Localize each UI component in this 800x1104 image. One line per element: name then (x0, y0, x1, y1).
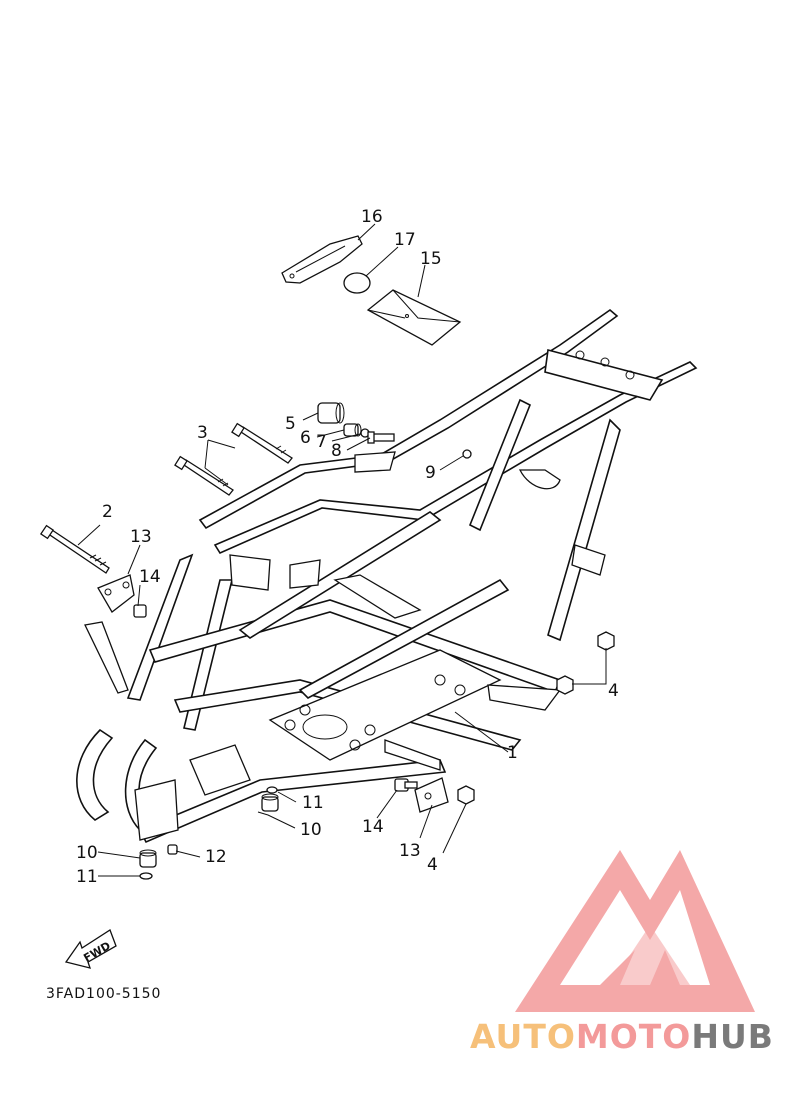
watermark-hub: HUB (691, 1017, 774, 1056)
washer-11-lower (139, 872, 153, 880)
o-ring-part (343, 272, 371, 294)
bracket-13-lower (414, 777, 449, 813)
callout-11-lower: 11 (76, 867, 98, 887)
nut-4-bottom (457, 785, 475, 805)
automotohub-logo-mark (515, 850, 755, 1012)
callout-2: 2 (102, 502, 113, 522)
long-bolt-3b (174, 455, 234, 496)
bolt-14-lower (394, 778, 418, 792)
callout-13-lower: 13 (399, 841, 421, 861)
callout-4-lower: 4 (427, 855, 438, 875)
callout-14-upper: 14 (139, 567, 161, 587)
callout-8: 8 (331, 441, 342, 461)
nut-4-lower (556, 675, 574, 695)
callout-9: 9 (425, 463, 436, 483)
bolt-8-part (367, 431, 395, 444)
washer-11-upper (266, 786, 278, 794)
leader-lines (77, 223, 607, 877)
screw-12 (167, 844, 178, 855)
callout-17: 17 (394, 230, 416, 250)
damper-10-lower (139, 849, 157, 868)
callout-11-upper: 11 (302, 793, 324, 813)
diagram-reference-code: 3FAD100-5150 (46, 986, 161, 1002)
forward-direction-arrow: FWD (64, 929, 117, 969)
bracket-13-upper (97, 574, 135, 613)
long-bolt-3a (231, 422, 293, 464)
callout-4-upper: 4 (608, 681, 619, 701)
callout-5: 5 (285, 414, 296, 434)
damper-10-upper (261, 793, 279, 812)
callout-7: 7 (316, 432, 327, 452)
callout-10-lower: 10 (76, 843, 98, 863)
callout-13-upper: 13 (130, 527, 152, 547)
callout-6: 6 (300, 428, 311, 448)
callout-3: 3 (197, 423, 208, 443)
grip-strap-part (281, 235, 363, 284)
nut-9 (462, 449, 472, 459)
callout-10-upper: 10 (300, 820, 322, 840)
watermark-auto: AUTO (470, 1017, 576, 1056)
callout-labels: 1 2 3 4 4 5 6 7 8 9 10 10 11 11 12 13 13… (76, 207, 619, 887)
long-bolt-2 (39, 524, 110, 574)
bushing-part (317, 402, 345, 424)
callout-14-lower: 14 (362, 817, 384, 837)
callout-15: 15 (420, 249, 442, 269)
callout-12: 12 (205, 847, 227, 867)
tool-bag-part (366, 289, 462, 346)
watermark-moto: MOTO (575, 1017, 692, 1056)
callout-1: 1 (507, 743, 518, 763)
callout-16: 16 (361, 207, 383, 227)
main-frame-assembly (76, 308, 698, 844)
bolt-14-upper (133, 604, 147, 618)
automotohub-watermark: AUTOMOTOHUB (470, 1017, 774, 1056)
nut-4-upper (597, 631, 615, 651)
